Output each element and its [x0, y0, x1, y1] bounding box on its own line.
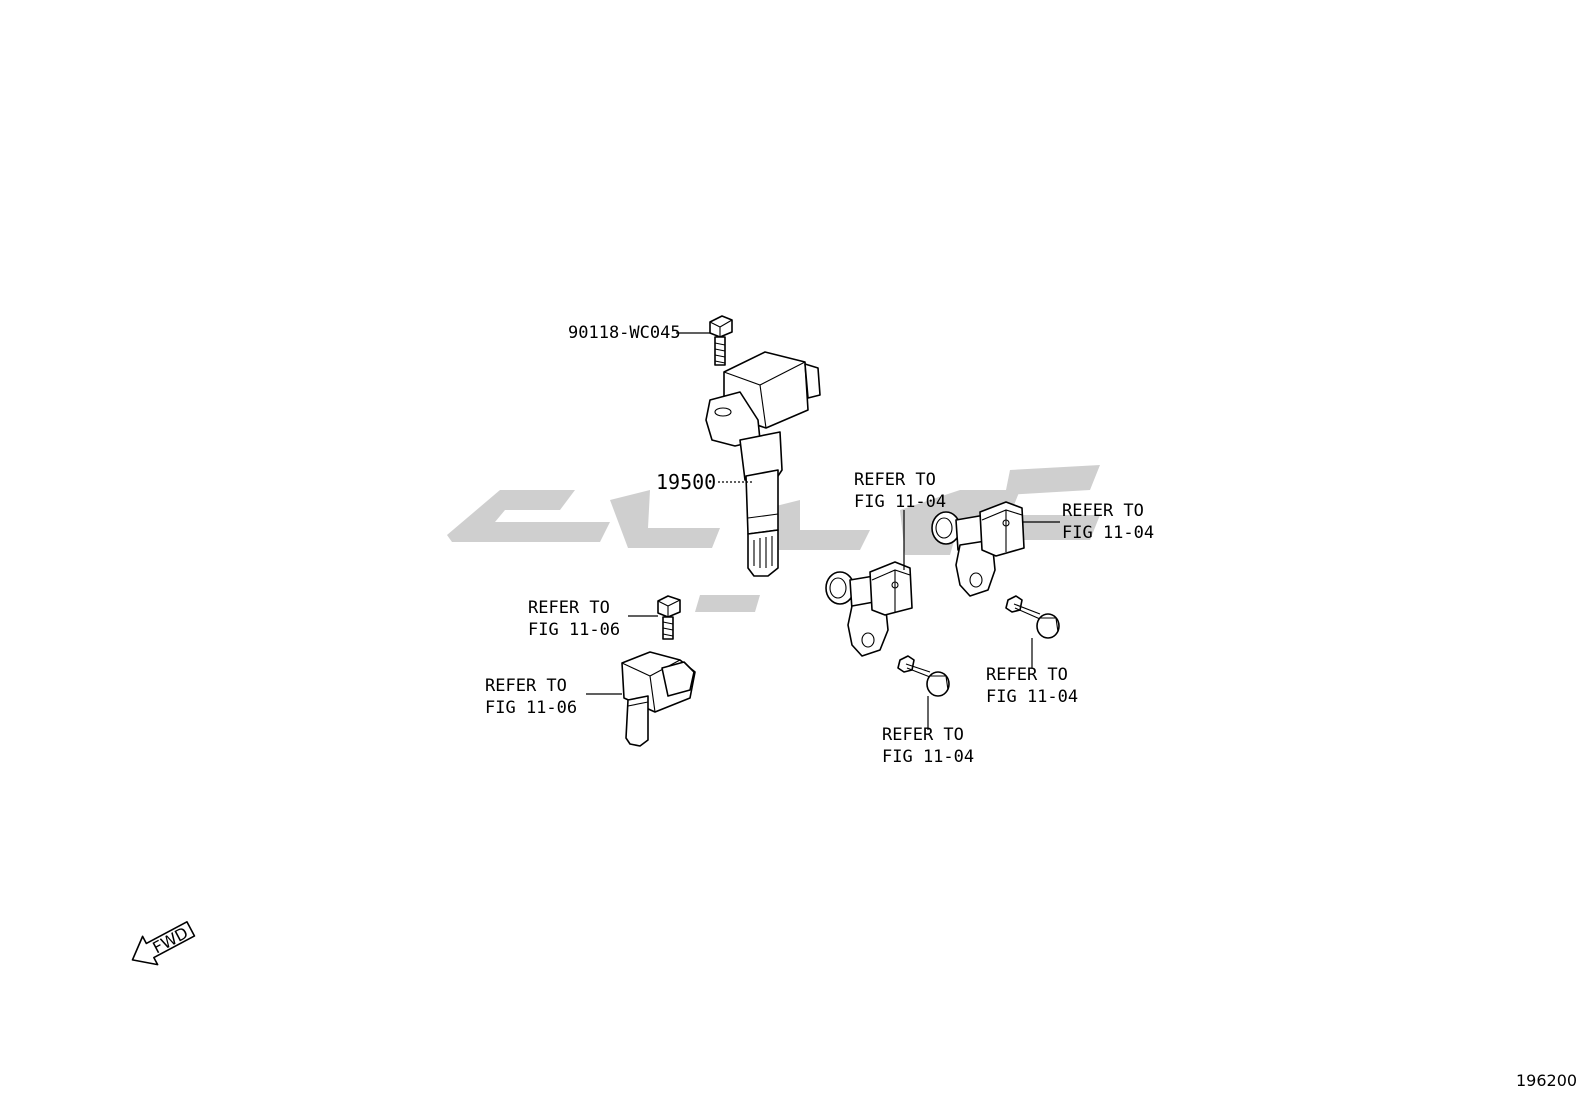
label-bolt-left-l2[interactable]: FIG 11-06: [528, 620, 620, 640]
sensor-left[interactable]: [621, 651, 696, 747]
label-bolt-top[interactable]: 90118-WC045: [568, 323, 681, 343]
label-sensor-right-l2[interactable]: FIG 11-04: [1062, 523, 1154, 543]
label-coil[interactable]: 19500: [656, 470, 716, 494]
label-bolt-right-l1[interactable]: REFER TO: [986, 665, 1068, 685]
fwd-arrow-icon: FWD: [131, 921, 196, 966]
label-sensor-right-l1[interactable]: REFER TO: [1062, 501, 1144, 521]
label-sensor-left-l2[interactable]: FIG 11-06: [485, 698, 577, 718]
bolt-90118[interactable]: [709, 315, 733, 366]
bolt-mid[interactable]: [897, 655, 950, 697]
label-sensor-left-l1[interactable]: REFER TO: [485, 676, 567, 696]
bolt-left[interactable]: [657, 595, 681, 640]
label-sensor-mid-l1[interactable]: REFER TO: [854, 470, 936, 490]
label-sensor-mid-l2[interactable]: FIG 11-04: [854, 492, 946, 512]
label-bolt-mid-l1[interactable]: REFER TO: [882, 725, 964, 745]
fwd-label: FWD: [149, 923, 191, 957]
label-bolt-mid-l2[interactable]: FIG 11-04: [882, 747, 974, 767]
leader-lines: [586, 332, 1060, 730]
sensor-mid[interactable]: [825, 561, 913, 657]
label-bolt-right-l2[interactable]: FIG 11-04: [986, 687, 1078, 707]
bolt-right[interactable]: [1005, 595, 1060, 639]
ignition-coil[interactable]: [705, 351, 821, 577]
sensor-right[interactable]: [931, 501, 1025, 597]
label-bolt-left-l1[interactable]: REFER TO: [528, 598, 610, 618]
figure-number: 196200: [1516, 1071, 1577, 1090]
